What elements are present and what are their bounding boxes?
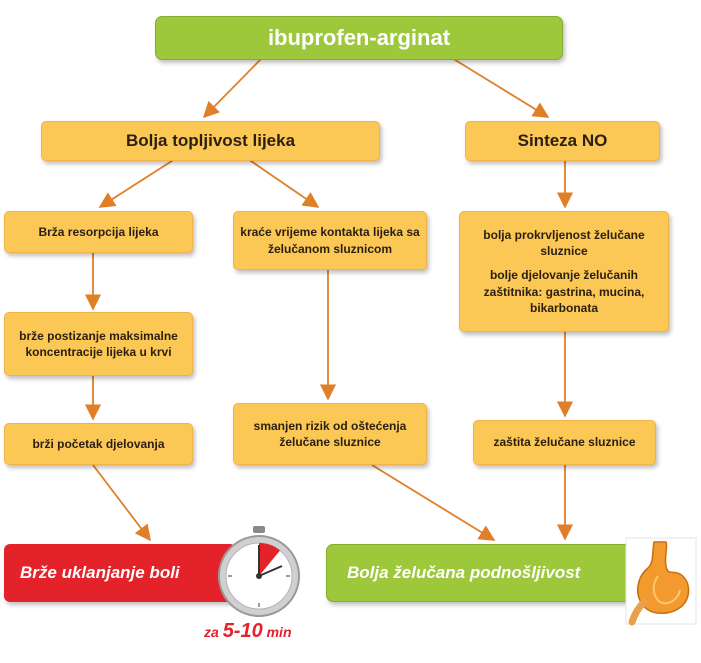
stopwatch-icon (218, 526, 300, 617)
root-label: ibuprofen-arginat (267, 25, 451, 50)
node-resorption-label: Brža resorpcija lijeka (38, 224, 159, 239)
node-peak-concentration: brže postizanje maksimalne koncentracije… (4, 312, 193, 376)
node-perfusion-label-1: bolja prokrvljenost želučane sluznice (483, 228, 645, 259)
node-solubility-label: Bolja topljivost lijeka (125, 130, 296, 150)
node-no-synthesis-label: Sinteza NO (517, 130, 608, 150)
node-resorption: Brža resorpcija lijeka (4, 211, 193, 253)
node-perfusion: bolja prokrvljenost želučane sluznice bo… (459, 211, 669, 332)
timer-prefix: za (204, 624, 219, 640)
stomach-icon (625, 537, 697, 626)
node-no-synthesis: Sinteza NO (465, 121, 660, 161)
arrow-left-to-contact (247, 158, 320, 208)
outcome-tolerance: Bolja želučana podnošljivost (326, 544, 646, 602)
node-protection: zaštita želučane sluznice (473, 420, 656, 465)
outcome-pain-relief: Brže uklanjanje boli (4, 544, 236, 602)
timer-value: 5-10 (222, 620, 263, 642)
node-perfusion-label-2: bolje djelovanje želučanih zaštitnika: g… (483, 268, 645, 315)
outcome-tolerance-label: Bolja želučana podnošljivost (347, 563, 581, 582)
node-protection-label: zaštita želučane sluznice (493, 435, 636, 450)
root-node: ibuprofen-arginat (155, 16, 563, 60)
arrow-left-to-resorption (98, 158, 176, 208)
arrow-onset-to-pain (92, 464, 151, 542)
arrow-root-to-left (202, 57, 263, 119)
node-contact-time: kraće vrijeme kontakta lijeka sa želučan… (233, 211, 427, 270)
node-solubility: Bolja topljivost lijeka (41, 121, 380, 161)
node-reduced-risk: smanjen rizik od oštećenja želučane sluz… (233, 403, 427, 465)
timer-caption: za 5-10 min (204, 620, 292, 643)
arrow-risk-to-tolerance (371, 464, 496, 541)
node-contact-time-label: kraće vrijeme kontakta lijeka sa želučan… (240, 225, 420, 256)
outcome-pain-relief-label: Brže uklanjanje boli (20, 563, 180, 582)
timer-unit: min (266, 624, 292, 640)
node-onset: brži početak djelovanja (4, 423, 193, 465)
arrow-root-to-right (451, 57, 550, 118)
node-onset-label: brži početak djelovanja (32, 436, 165, 451)
node-reduced-risk-label: smanjen rizik od oštećenja želučane sluz… (253, 418, 407, 449)
node-peak-concentration-label: brže postizanje maksimalne koncentracije… (19, 328, 178, 359)
